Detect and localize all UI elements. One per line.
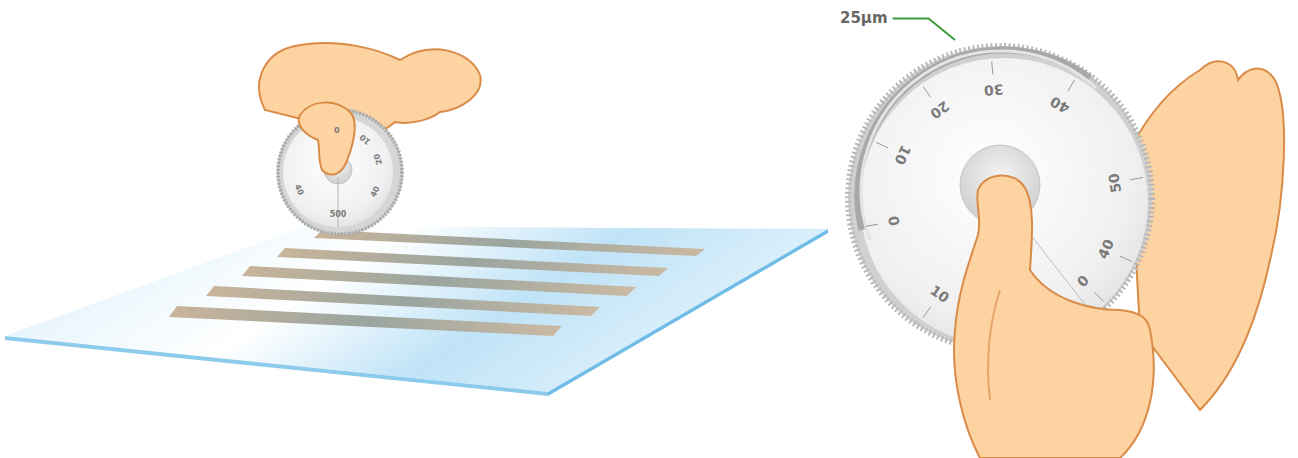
film-stripe bbox=[169, 306, 562, 336]
scale-tick bbox=[992, 62, 993, 75]
scale-tick bbox=[923, 307, 930, 318]
scale-tick bbox=[1095, 293, 1104, 302]
thumb bbox=[299, 103, 355, 175]
index-line bbox=[338, 178, 339, 227]
hand bbox=[954, 175, 1154, 458]
leader-line bbox=[893, 19, 955, 41]
scale-tick bbox=[1120, 256, 1132, 261]
scale-tick bbox=[865, 224, 878, 226]
glass-edge bbox=[5, 336, 548, 396]
rim-groove bbox=[858, 50, 1090, 230]
scale-number: 50 bbox=[1106, 172, 1123, 194]
dimension-label: 25μm bbox=[840, 11, 888, 26]
scale-tick bbox=[1068, 80, 1075, 91]
film-stripe bbox=[314, 230, 705, 256]
hand-crease bbox=[988, 290, 1000, 400]
scale-tick bbox=[923, 86, 930, 97]
scale-number: 500 bbox=[330, 211, 347, 219]
scale-number: 0 bbox=[334, 125, 340, 133]
scale-number: 30 bbox=[984, 83, 1005, 99]
glass-plate bbox=[5, 226, 828, 392]
scale-tick bbox=[1130, 178, 1143, 180]
scale-tick bbox=[876, 142, 888, 147]
